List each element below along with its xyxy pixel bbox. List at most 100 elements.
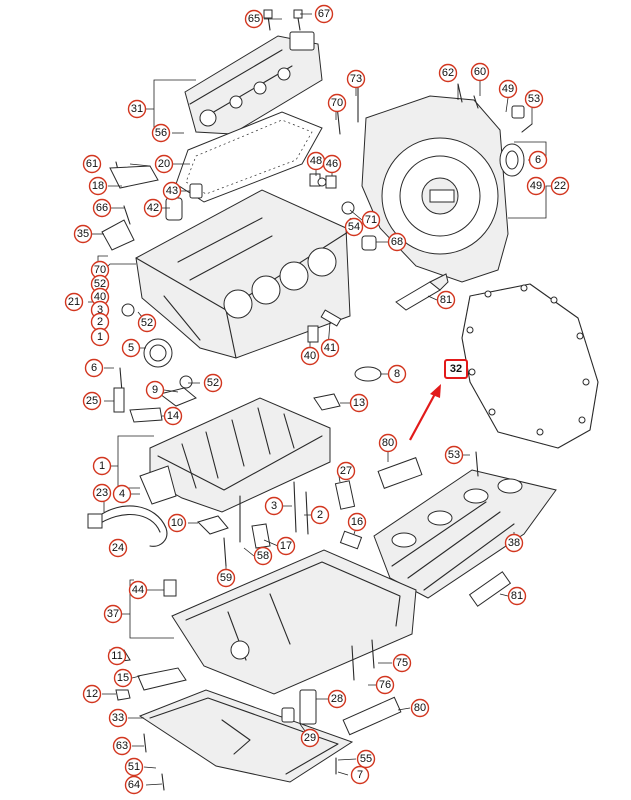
callout-31[interactable]: 31 xyxy=(127,99,147,119)
callout-15[interactable]: 15 xyxy=(113,668,133,688)
callout-75[interactable]: 75 xyxy=(392,653,412,673)
callout-20[interactable]: 20 xyxy=(154,154,174,174)
callout-21[interactable]: 21 xyxy=(64,292,84,312)
callout-61[interactable]: 61 xyxy=(82,154,102,174)
callout-41[interactable]: 41 xyxy=(320,338,340,358)
callout-70[interactable]: 70 xyxy=(327,93,347,113)
callout-circle xyxy=(528,150,548,170)
callout-label: 14 xyxy=(167,410,179,422)
callout-7[interactable]: 7 xyxy=(350,765,370,785)
callout-49[interactable]: 49 xyxy=(498,79,518,99)
callout-56[interactable]: 56 xyxy=(151,123,171,143)
callout-12[interactable]: 12 xyxy=(82,684,102,704)
callout-64[interactable]: 64 xyxy=(124,775,144,795)
callout-55[interactable]: 55 xyxy=(356,749,376,769)
callout-27[interactable]: 27 xyxy=(336,461,356,481)
callout-6[interactable]: 6 xyxy=(84,358,104,378)
callout-48[interactable]: 48 xyxy=(306,151,326,171)
callout-38[interactable]: 38 xyxy=(504,533,524,553)
callout-3[interactable]: 3 xyxy=(264,496,284,516)
callout-44[interactable]: 44 xyxy=(128,580,148,600)
callout-28[interactable]: 28 xyxy=(327,689,347,709)
callout-circle xyxy=(73,224,93,244)
callout-5[interactable]: 5 xyxy=(121,338,141,358)
callout-65[interactable]: 65 xyxy=(244,9,264,29)
callout-13[interactable]: 13 xyxy=(349,393,369,413)
callout-29[interactable]: 29 xyxy=(300,728,320,748)
callout-54[interactable]: 54 xyxy=(344,217,364,237)
callout-23[interactable]: 23 xyxy=(92,483,112,503)
callout-63[interactable]: 63 xyxy=(112,736,132,756)
callout-53[interactable]: 53 xyxy=(524,89,544,109)
callout-4[interactable]: 4 xyxy=(112,484,132,504)
callout-52[interactable]: 52 xyxy=(203,373,223,393)
callout-80[interactable]: 80 xyxy=(378,433,398,453)
callout-label: 48 xyxy=(310,155,322,167)
callout-80[interactable]: 80 xyxy=(410,698,430,718)
callout-53[interactable]: 53 xyxy=(444,445,464,465)
callout-circle xyxy=(64,292,84,312)
callout-49[interactable]: 49 xyxy=(526,176,546,196)
callout-circle xyxy=(84,358,104,378)
callout-circle xyxy=(504,533,524,553)
callout-16[interactable]: 16 xyxy=(347,512,367,532)
callout-71[interactable]: 71 xyxy=(361,210,381,230)
callout-35[interactable]: 35 xyxy=(73,224,93,244)
callout-24[interactable]: 24 xyxy=(108,538,128,558)
callout-2[interactable]: 2 xyxy=(310,505,330,525)
callout-67[interactable]: 67 xyxy=(314,4,334,24)
callout-circle xyxy=(145,380,165,400)
callout-40[interactable]: 40 xyxy=(300,346,320,366)
callout-37[interactable]: 37 xyxy=(103,604,123,624)
callout-10[interactable]: 10 xyxy=(167,513,187,533)
callout-label: 5 xyxy=(128,342,134,354)
callout-circle xyxy=(314,4,334,24)
callout-14[interactable]: 14 xyxy=(163,406,183,426)
callout-52[interactable]: 52 xyxy=(137,313,157,333)
callout-68[interactable]: 68 xyxy=(387,232,407,252)
callout-42[interactable]: 42 xyxy=(143,198,163,218)
callout-circle xyxy=(550,176,570,196)
callout-label: 73 xyxy=(350,73,362,85)
callout-52[interactable]: 52 xyxy=(90,274,110,294)
callout-label: 8 xyxy=(394,368,400,380)
callout-43[interactable]: 43 xyxy=(162,181,182,201)
callout-1[interactable]: 1 xyxy=(90,327,110,347)
callout-label: 55 xyxy=(360,753,372,765)
callout-73[interactable]: 73 xyxy=(346,69,366,89)
callout-circle xyxy=(154,154,174,174)
callout-label: 51 xyxy=(128,761,140,773)
callout-9[interactable]: 9 xyxy=(145,380,165,400)
callout-label: 12 xyxy=(86,688,98,700)
callout-circle xyxy=(112,736,132,756)
callout-76[interactable]: 76 xyxy=(375,675,395,695)
callout-6[interactable]: 6 xyxy=(528,150,548,170)
callout-59[interactable]: 59 xyxy=(216,568,236,588)
callout-18[interactable]: 18 xyxy=(88,176,108,196)
callout-58[interactable]: 58 xyxy=(253,546,273,566)
callout-81[interactable]: 81 xyxy=(436,290,456,310)
callout-circle xyxy=(410,698,430,718)
callout-circle xyxy=(526,176,546,196)
callout-1[interactable]: 1 xyxy=(92,456,112,476)
callout-60[interactable]: 60 xyxy=(470,62,490,82)
callout-81[interactable]: 81 xyxy=(507,586,527,606)
callout-33[interactable]: 33 xyxy=(108,708,128,728)
callout-66[interactable]: 66 xyxy=(92,198,112,218)
callout-40[interactable]: 40 xyxy=(90,287,110,307)
callout-17[interactable]: 17 xyxy=(276,536,296,556)
callout-11[interactable]: 11 xyxy=(107,646,127,666)
callout-label: 49 xyxy=(530,180,542,192)
callout-25[interactable]: 25 xyxy=(82,391,102,411)
callout-label: 80 xyxy=(414,702,426,714)
callout-label: 7 xyxy=(357,769,363,781)
callout-label: 6 xyxy=(535,154,541,166)
callout-8[interactable]: 8 xyxy=(387,364,407,384)
callout-51[interactable]: 51 xyxy=(124,757,144,777)
callout-label: 3 xyxy=(97,304,103,316)
highlighted-callout-32[interactable]: 32 xyxy=(444,359,468,379)
callout-22[interactable]: 22 xyxy=(550,176,570,196)
callout-46[interactable]: 46 xyxy=(322,154,342,174)
callout-circle xyxy=(327,93,347,113)
callout-62[interactable]: 62 xyxy=(438,63,458,83)
